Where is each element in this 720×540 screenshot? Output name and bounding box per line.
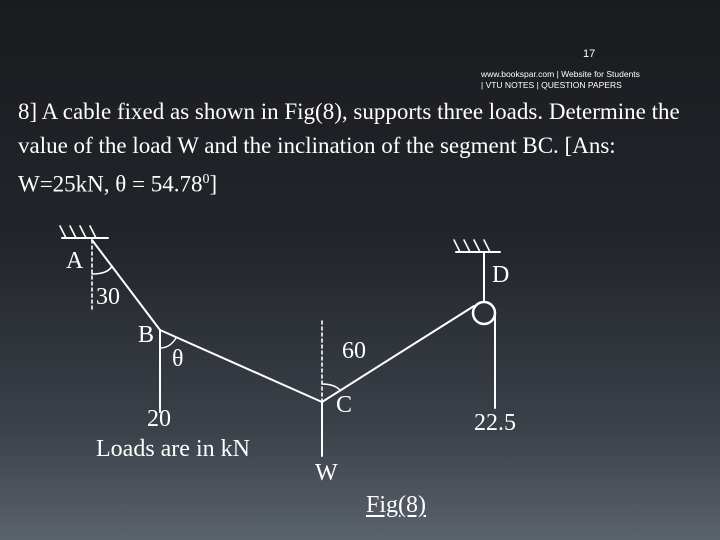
source-note: www.bookspar.com | Website for Students …: [481, 69, 640, 90]
cable-segment-ab: [91, 239, 161, 331]
degree-mark: 0: [202, 172, 210, 187]
point-a-label: A: [66, 248, 84, 274]
theta-label: θ: [172, 346, 184, 372]
load-d-label: 22.5: [474, 410, 516, 436]
point-d-label: D: [492, 262, 510, 288]
problem-statement: 8] A cable fixed as shown in Fig(8), sup…: [18, 95, 708, 202]
point-c-label: C: [336, 392, 353, 418]
load-b-label: 20: [147, 406, 171, 432]
angle-arc-b: [159, 337, 177, 349]
problem-text: 8] A cable fixed as shown in Fig(8), sup…: [18, 99, 680, 197]
point-b-label: B: [138, 322, 155, 348]
cable-segment-cd: [321, 305, 475, 403]
units-note: Loads are in kN: [96, 436, 250, 462]
slide-number: 17: [583, 48, 596, 60]
angle-a-label: 30: [96, 284, 120, 310]
angle-c-label: 60: [342, 338, 366, 364]
problem-text-end: ]: [209, 171, 218, 197]
pulley-d: [471, 300, 497, 326]
support-a-hatch: [59, 225, 97, 239]
angle-arc-c: [321, 383, 341, 391]
cable-segment-bc: [159, 329, 323, 403]
support-d-hatch: [453, 239, 491, 253]
figure-caption: Fig(8): [366, 492, 426, 518]
angle-arc-a: [91, 265, 113, 275]
load-c-label: W: [315, 460, 338, 486]
